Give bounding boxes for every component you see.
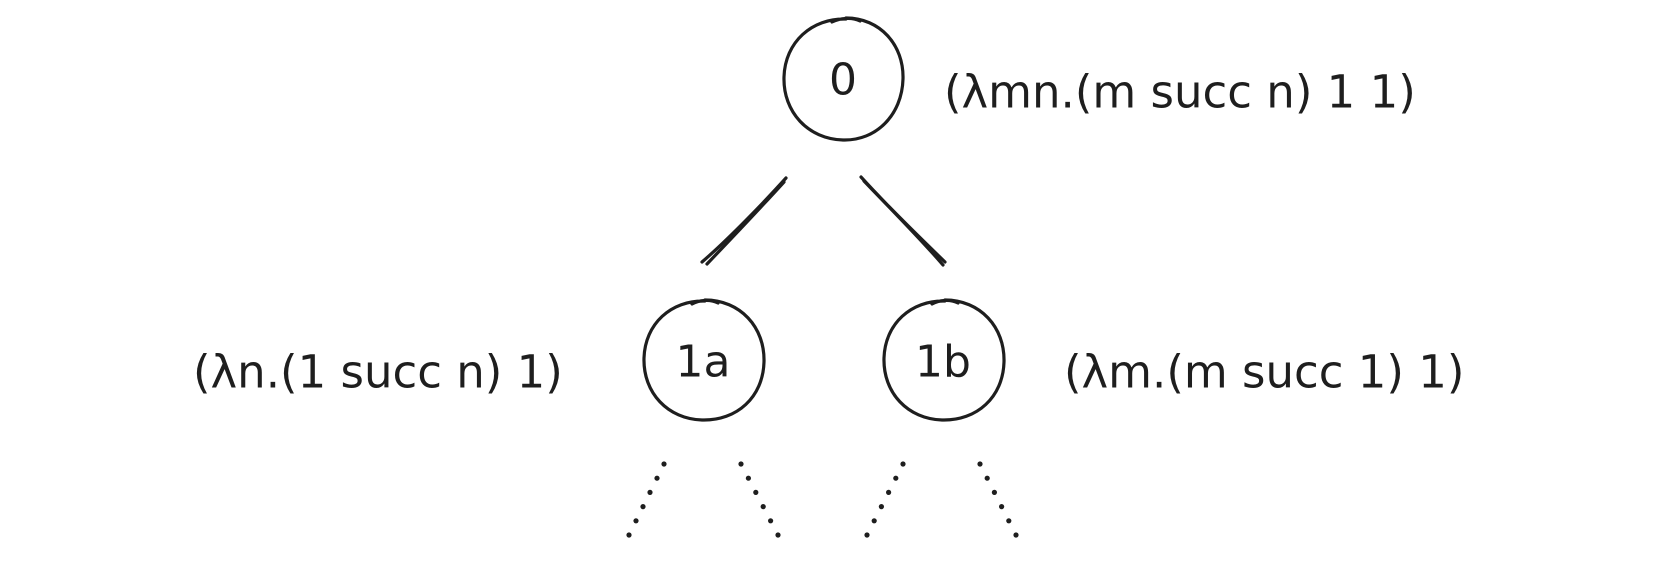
continuation-dot bbox=[647, 489, 653, 495]
continuation-dot bbox=[864, 532, 870, 538]
continuation-dot bbox=[900, 461, 906, 467]
continuation-dot bbox=[626, 532, 632, 538]
node-1b-expression: (λm.(m succ 1) 1) bbox=[1064, 346, 1464, 399]
continuation-dot bbox=[633, 518, 639, 524]
continuation-dot bbox=[871, 518, 877, 524]
continuation-dot bbox=[753, 489, 759, 495]
continuation-branches bbox=[626, 461, 1019, 538]
node-1a-circle bbox=[642, 298, 766, 422]
node-1b: 1b bbox=[882, 298, 1006, 422]
continuation-dot bbox=[886, 489, 892, 495]
node-1b-label: 1b bbox=[915, 337, 971, 388]
continuation-dot bbox=[1013, 532, 1019, 538]
continuation-1b-right bbox=[977, 461, 1019, 538]
continuation-dot bbox=[654, 475, 660, 481]
continuation-dot bbox=[745, 475, 752, 481]
continuation-dot bbox=[893, 475, 899, 481]
continuation-dot bbox=[738, 461, 744, 467]
edge-root-to-1a bbox=[700, 176, 788, 266]
continuation-dot bbox=[1006, 518, 1012, 524]
node-1a-label: 1a bbox=[676, 337, 731, 388]
continuation-dot bbox=[775, 532, 781, 538]
continuation-dot bbox=[760, 504, 766, 510]
node-root-label: 0 bbox=[829, 55, 857, 106]
continuation-dot bbox=[977, 461, 983, 467]
node-root: 0 bbox=[782, 16, 905, 142]
continuation-dot bbox=[999, 504, 1005, 510]
continuation-dot bbox=[661, 461, 667, 467]
node-1a-expression: (λn.(1 succ n) 1) bbox=[193, 346, 563, 399]
node-root-circle bbox=[782, 16, 905, 142]
continuation-dot bbox=[984, 475, 990, 481]
continuation-dot bbox=[991, 489, 998, 495]
edge-root-to-1b bbox=[859, 175, 947, 267]
continuation-1a-right bbox=[738, 461, 781, 538]
continuation-dot bbox=[768, 518, 774, 524]
continuation-dot bbox=[640, 504, 646, 510]
node-1a: 1a bbox=[642, 298, 766, 422]
continuation-1a-left bbox=[626, 461, 667, 538]
node-1b-circle bbox=[882, 298, 1006, 422]
continuation-dot bbox=[878, 504, 885, 510]
continuation-1b-left bbox=[864, 461, 906, 538]
node-root-expression: (λmn.(m succ n) 1 1) bbox=[944, 66, 1416, 119]
